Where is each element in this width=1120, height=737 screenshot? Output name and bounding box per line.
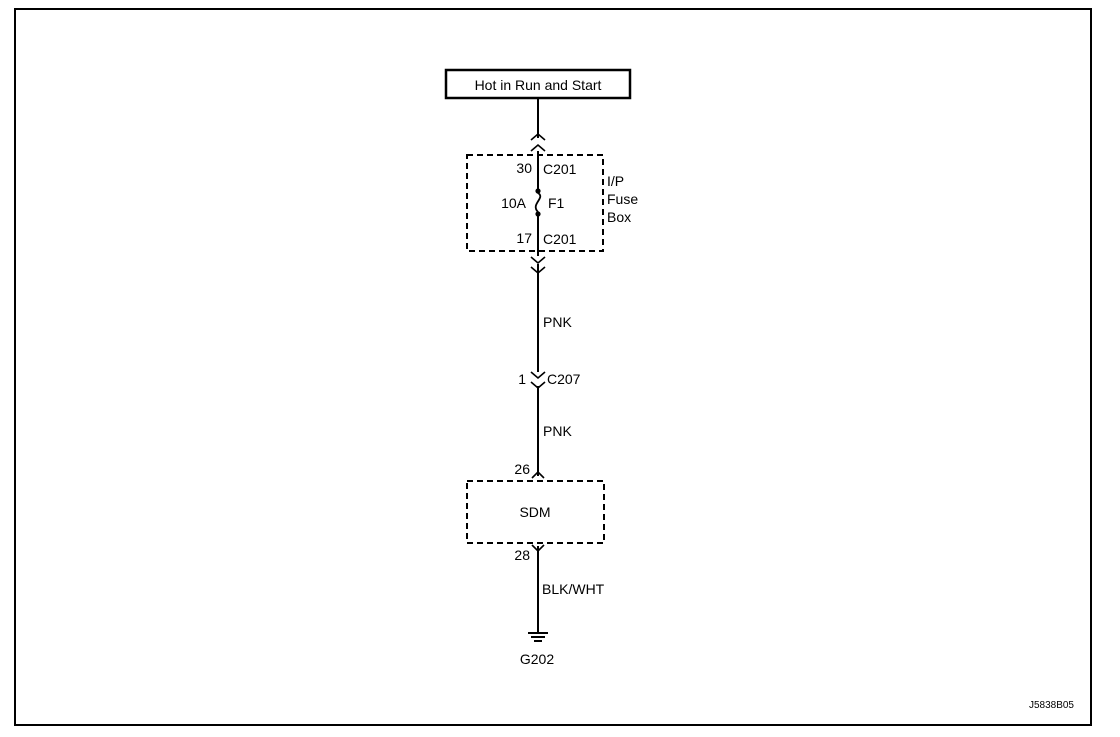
- figure-code: J5838B05: [1029, 700, 1074, 711]
- fuse-icon: [534, 192, 542, 213]
- diagram-frame: [14, 8, 1092, 726]
- connector-c207-symbol: [530, 371, 546, 380]
- connector-c201-top-symbol-inner: [530, 143, 546, 152]
- fuse-box-top-pin: 30: [516, 160, 532, 176]
- fuse-box-bottom-connector: C201: [543, 231, 577, 247]
- sdm-ground-pin: 28: [514, 547, 530, 563]
- ground-label: G202: [520, 651, 554, 667]
- fuse-box-name-line-2: Fuse: [607, 191, 638, 207]
- wire-blk-wht-label: BLK/WHT: [542, 581, 605, 597]
- sdm-input-terminal-symbol: [531, 470, 545, 479]
- inline-connector-c207: 1 C207: [518, 371, 581, 390]
- connector-c207-name: C207: [547, 371, 581, 387]
- fuse-rating: 10A: [501, 195, 527, 211]
- sdm-label: SDM: [519, 504, 550, 520]
- sdm-module: 26 SDM 28: [466, 461, 605, 563]
- ground-g202: G202: [520, 632, 554, 667]
- fuse-terminal-bottom: [535, 211, 541, 217]
- connector-c201-bottom-symbol: [530, 256, 546, 265]
- connector-c201-top-symbol: [530, 132, 546, 141]
- fuse-box-name-line-3: Box: [607, 209, 631, 225]
- power-source: Hot in Run and Start: [444, 68, 632, 100]
- fuse-box-outline: [466, 154, 604, 252]
- fuse-box-top-connector: C201: [543, 161, 577, 177]
- sdm-input-pin: 26: [514, 461, 530, 477]
- fuse-terminal-top: [535, 188, 541, 194]
- power-source-label: Hot in Run and Start: [475, 77, 602, 93]
- connector-c207-pin: 1: [518, 371, 526, 387]
- fuse-name: F1: [548, 195, 565, 211]
- wire-pnk-lower-label: PNK: [543, 423, 572, 439]
- fuse-box-name-line-1: I/P: [607, 173, 624, 189]
- fuse-box-bottom-pin: 17: [516, 230, 532, 246]
- wire-pnk-upper-label: PNK: [543, 314, 572, 330]
- fuse-box: 30 C201 10A F1 17 C201 I/P Fuse Box: [466, 151, 638, 256]
